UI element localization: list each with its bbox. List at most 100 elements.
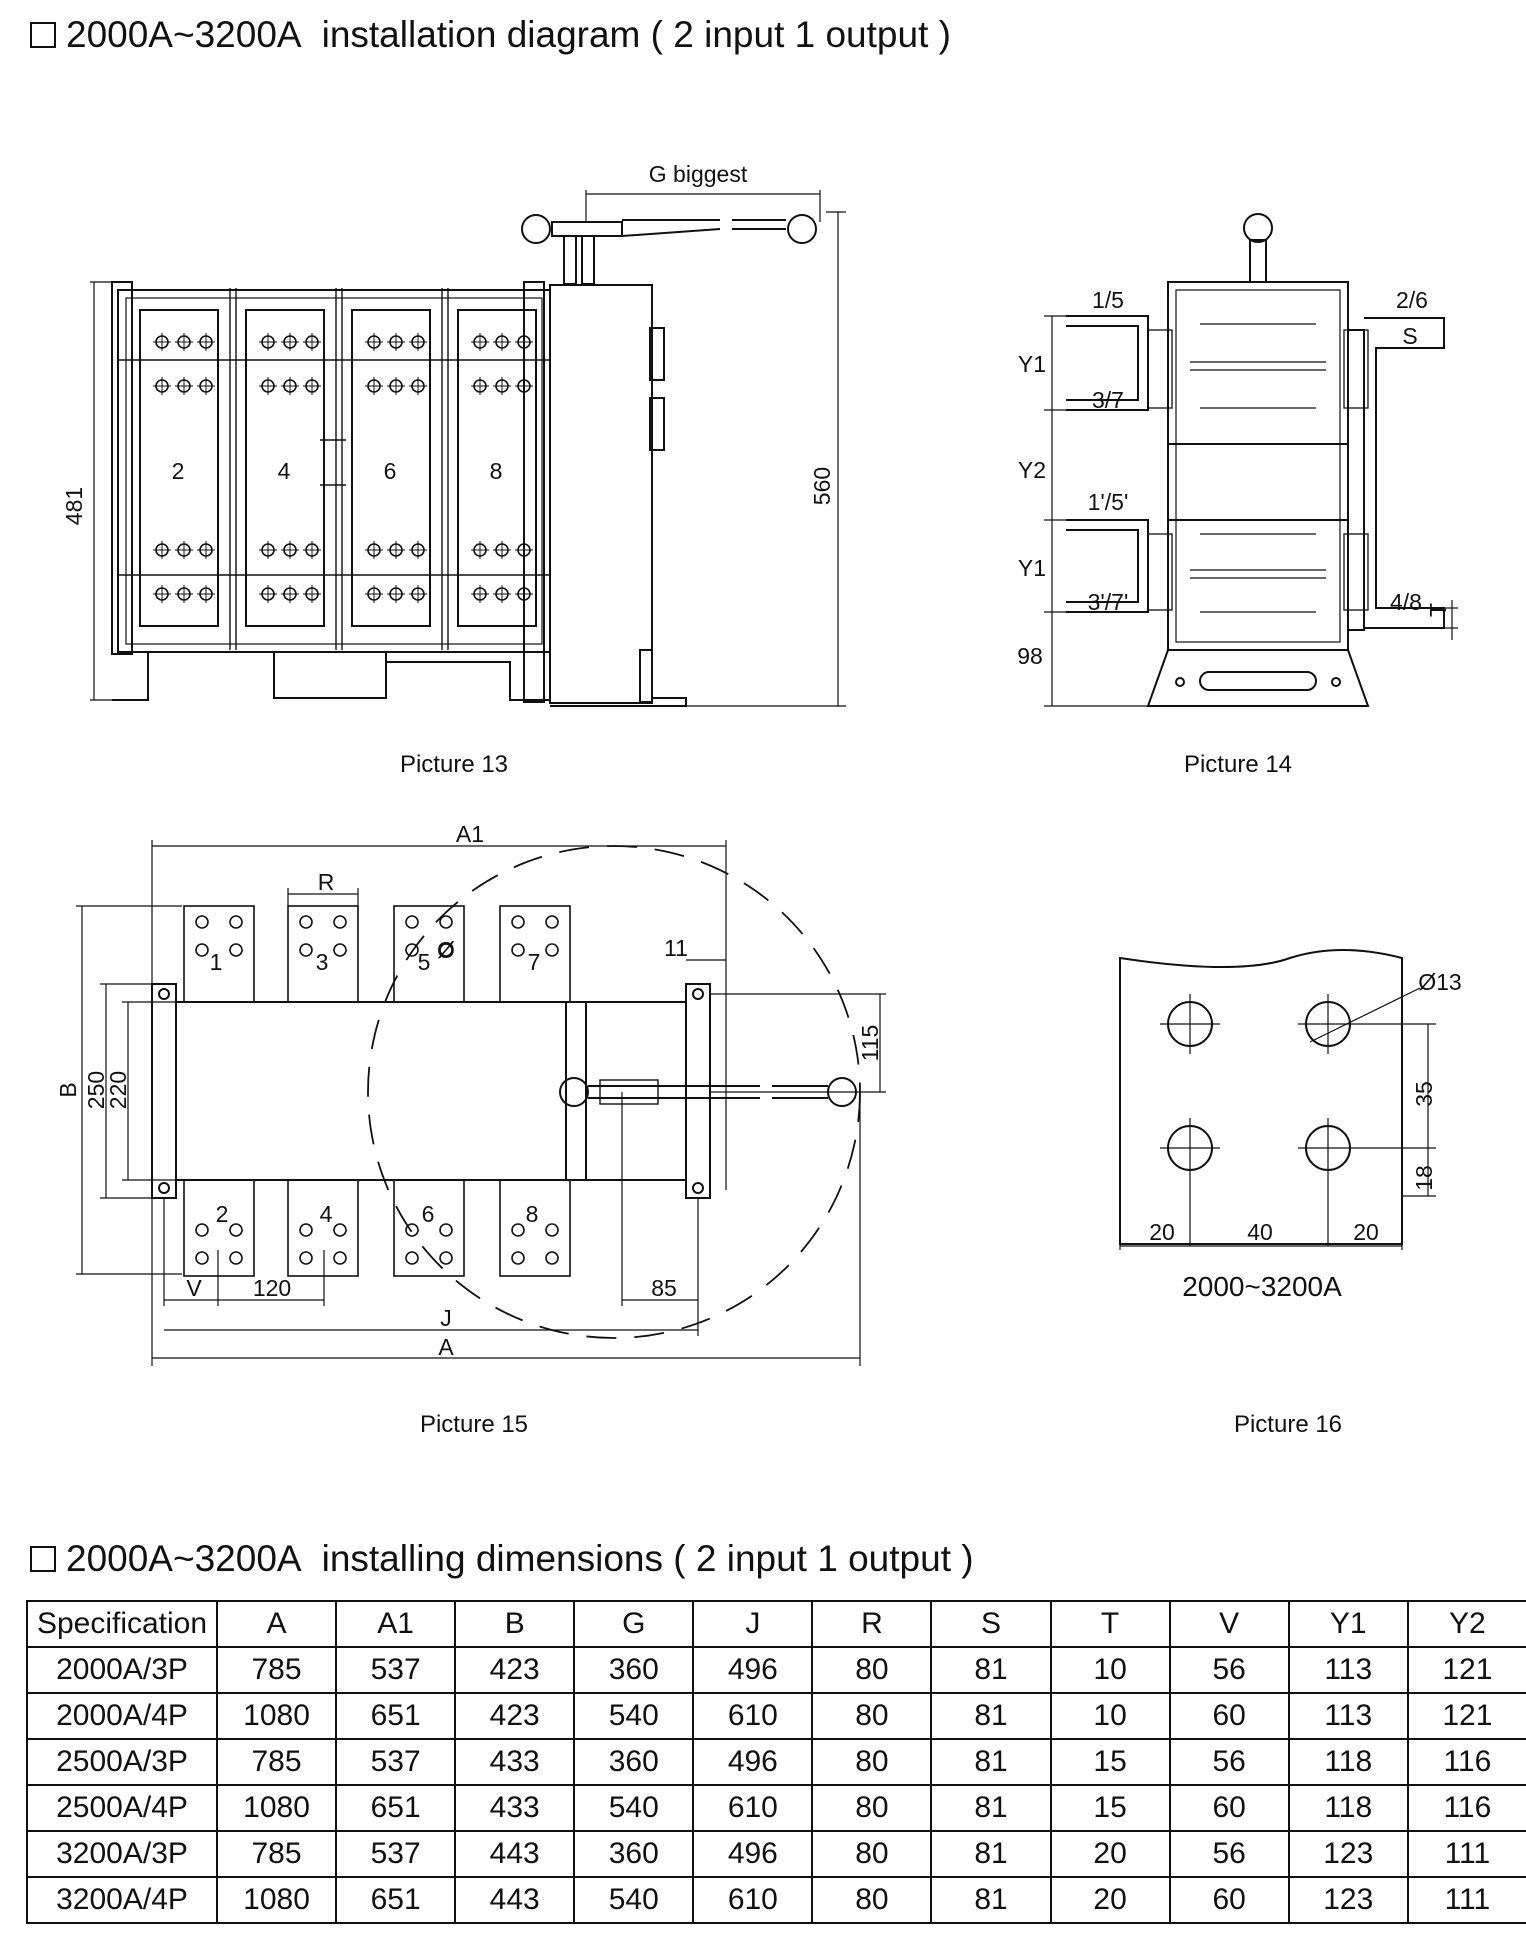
dim-18: 18 — [1411, 1165, 1437, 1191]
table-cell: 2500A/4P — [26, 1784, 218, 1832]
column-header: J — [692, 1600, 814, 1648]
phase-label: 6 — [384, 458, 397, 484]
dim-85: 85 — [651, 1275, 677, 1301]
table-cell: 118 — [1287, 1784, 1409, 1832]
dim-250: 250 — [83, 1071, 109, 1109]
label-1-5: 1/5 — [1092, 287, 1124, 313]
terminal-plate — [183, 905, 255, 1003]
picture-13: G biggest 481 560 2 4 6 8 Picture 13 — [61, 161, 846, 778]
checkbox-square-icon — [30, 1546, 56, 1572]
table-cell: 651 — [335, 1784, 457, 1832]
table-cell: 2500A/3P — [26, 1738, 218, 1786]
bolt-hole — [545, 1251, 559, 1265]
terminal-label: 1 — [210, 949, 223, 975]
bolt-hole — [299, 1223, 313, 1237]
label-3-7: 3/7 — [1092, 387, 1124, 413]
terminal-plate — [499, 905, 571, 1003]
table-cell: 116 — [1406, 1784, 1526, 1832]
table-cell: 540 — [573, 1784, 695, 1832]
bolt-hole — [195, 1223, 209, 1237]
table-cell: 10 — [1049, 1646, 1171, 1694]
bolt-hole — [511, 1223, 525, 1237]
dim-v: V — [186, 1275, 202, 1301]
bolt-hole — [195, 915, 209, 929]
table-cell: 651 — [335, 1692, 457, 1740]
table-cell: 81 — [930, 1738, 1052, 1786]
table-cell: 360 — [573, 1830, 695, 1878]
table-cell: 20 — [1049, 1876, 1171, 1924]
table-cell: 3200A/3P — [26, 1830, 218, 1878]
table-cell: 80 — [811, 1830, 933, 1878]
table-cell: 121 — [1406, 1646, 1526, 1694]
table-cell: 81 — [930, 1830, 1052, 1878]
installation-diagram-heading: 2000A~3200A installation diagram ( 2 inp… — [30, 14, 951, 56]
table-cell: 3200A/4P — [26, 1876, 218, 1924]
column-header: A1 — [335, 1600, 457, 1648]
column-header: V — [1168, 1600, 1290, 1648]
dim-115: 115 — [857, 1025, 883, 1062]
column-header: Y1 — [1287, 1600, 1409, 1648]
bolt-hole — [439, 1251, 453, 1265]
table-cell: 540 — [573, 1692, 695, 1740]
column-header: A — [215, 1600, 338, 1648]
terminal-label: 5 — [418, 949, 431, 975]
heading-text: installing dimensions ( 2 input 1 output… — [321, 1538, 974, 1579]
bolt-hole — [545, 1223, 559, 1237]
heading-text: installation diagram ( 2 input 1 output … — [321, 14, 951, 55]
table-cell: 80 — [811, 1784, 933, 1832]
bolt-hole — [511, 915, 525, 929]
bolt-hole — [333, 1223, 347, 1237]
table-cell: 785 — [215, 1830, 338, 1878]
dim-j: J — [440, 1305, 452, 1331]
dim-a1: A1 — [456, 821, 484, 847]
table-cell: 1080 — [215, 1876, 338, 1924]
label-y2: Y2 — [1018, 457, 1046, 483]
table-cell: 496 — [692, 1830, 814, 1878]
label-4-8: 4/8 — [1390, 589, 1422, 615]
terminal-label: 7 — [528, 949, 541, 975]
table-cell: 81 — [930, 1646, 1052, 1694]
bolt-hole — [511, 1251, 525, 1265]
table-cell: 123 — [1287, 1876, 1409, 1924]
bolt-hole — [229, 1223, 243, 1237]
terminal-label: 3 — [316, 949, 329, 975]
column-header: B — [454, 1600, 576, 1648]
column-header: G — [573, 1600, 695, 1648]
table-cell: 537 — [335, 1738, 457, 1786]
bolt-hole — [333, 943, 347, 957]
table-cell: 15 — [1049, 1784, 1171, 1832]
terminal-label: 2 — [216, 1201, 229, 1227]
bolt-hole — [545, 943, 559, 957]
table-cell: 116 — [1406, 1738, 1526, 1786]
table-cell: 785 — [215, 1646, 338, 1694]
column-header: S — [930, 1600, 1052, 1648]
column-header: R — [811, 1600, 933, 1648]
bolt-hole — [405, 943, 419, 957]
bolt-hole — [439, 943, 453, 957]
installation-diagram: G biggest 481 560 2 4 6 8 Picture 13 — [55, 161, 1462, 1438]
terminal-label: 4 — [320, 1201, 333, 1227]
bolt-hole — [299, 943, 313, 957]
terminal-plate — [393, 905, 465, 1003]
dim-35: 35 — [1411, 1081, 1437, 1107]
bolt-hole — [439, 915, 453, 929]
table-cell: 433 — [454, 1784, 576, 1832]
terminal-plate — [287, 1179, 359, 1277]
table-cell: 651 — [335, 1876, 457, 1924]
caption-picture-14: Picture 14 — [1184, 751, 1292, 778]
table-cell: 1080 — [215, 1784, 338, 1832]
phase-label: 2 — [172, 458, 185, 484]
label-98: 98 — [1017, 643, 1043, 669]
bolt-hole — [195, 1251, 209, 1265]
bolt-hole — [333, 915, 347, 929]
terminal-plate — [499, 1179, 571, 1277]
table-cell: 15 — [1049, 1738, 1171, 1786]
label-s: S — [1402, 323, 1417, 349]
dim-11: 11 — [664, 935, 688, 961]
dim-560: 560 — [809, 467, 835, 505]
